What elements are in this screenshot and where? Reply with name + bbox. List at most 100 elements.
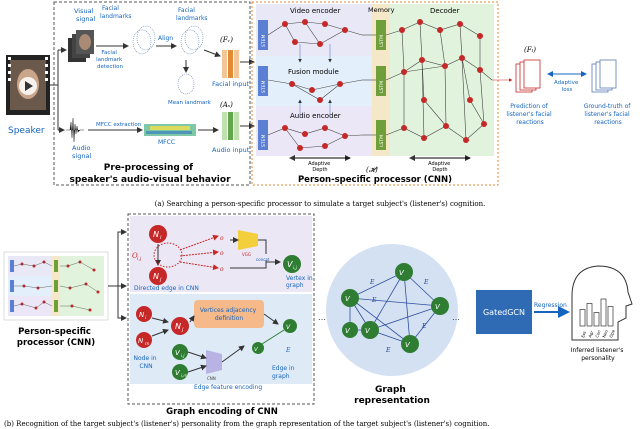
svg-text:Align: Align	[158, 35, 173, 42]
svg-text:N: N	[175, 322, 181, 331]
svg-text:STEM: STEM	[261, 35, 267, 47]
graph-encoding-box	[127, 213, 315, 405]
svg-text:(Fₗ): (Fₗ)	[524, 46, 536, 54]
memory-label: Memory	[368, 6, 395, 14]
svg-text:Adaptive Depth: Adaptive Depth	[428, 161, 452, 173]
personality-bar-ext	[579, 309, 586, 327]
svg-text:i,j: i,j	[137, 256, 142, 262]
svg-text:i: i	[160, 235, 162, 241]
personality-tick-ext: Ext	[580, 330, 587, 338]
svg-text:MFCC extraction: MFCC extraction	[96, 122, 142, 128]
svg-text:m: m	[145, 342, 150, 347]
svg-text:Facial landmarks: Facial landmarks	[100, 5, 132, 20]
svg-text:Adaptive loss: Adaptive loss	[554, 80, 580, 93]
personality-bar-agr	[586, 303, 593, 327]
svg-text:i: i	[145, 315, 147, 321]
head-silhouette	[571, 265, 633, 341]
svg-text:Prediction of listener's f: Prediction of listener's facial reaction…	[506, 103, 553, 126]
svg-text:i,j: i,j	[181, 353, 185, 358]
vgg-funnel: VGG	[238, 230, 258, 257]
svg-text:o: o	[220, 235, 224, 242]
svg-text:E: E	[385, 347, 391, 354]
svg-text:V: V	[175, 369, 181, 377]
svg-text:Pre-processing of speaker': Pre-processing of speaker's audio-visual…	[69, 163, 231, 185]
processor-thumbnail	[3, 251, 109, 321]
svg-text:N: N	[138, 337, 144, 345]
processor-box	[251, 1, 499, 186]
svg-text:(Fᵥ): (Fᵥ)	[220, 36, 233, 44]
svg-text:Facial landmark detect: Facial landmark detection	[96, 50, 124, 70]
svg-text:V: V	[286, 324, 291, 331]
svg-text:LSTM: LSTM	[379, 81, 385, 93]
ground-truth-frames	[591, 59, 617, 93]
svg-text:…: …	[452, 313, 460, 322]
decoder-label: Decoder	[430, 7, 460, 15]
stem-blocks	[258, 20, 268, 150]
svg-text:Directed edge in CNN: Directed edge in CNN	[134, 285, 199, 292]
svg-text:V: V	[345, 295, 351, 303]
svg-text:V: V	[435, 303, 441, 311]
node-ni-top: N i	[149, 225, 167, 243]
svg-text:Edge feature encoding: Edge feature encoding	[194, 384, 262, 391]
svg-text:N: N	[153, 230, 159, 239]
personality-bar-con	[593, 312, 600, 327]
svg-text:E: E	[423, 279, 429, 286]
video-encoder-label: Video encoder	[290, 7, 340, 15]
audio-input-bars	[222, 112, 239, 140]
svg-text:Person-specific processor: Person-specific processor (CNN)	[17, 327, 95, 348]
preprocessing-box	[53, 1, 251, 186]
svg-text:O: O	[132, 252, 138, 260]
svg-text:Node in CNN: Node in CNN	[134, 355, 159, 370]
vertices-adjacency-box	[194, 300, 264, 328]
svg-text:V: V	[175, 349, 181, 357]
svg-text:CNN: CNN	[207, 376, 216, 381]
svg-text:V: V	[399, 269, 405, 277]
svg-text:Facial landmarks: Facial landmarks	[176, 7, 208, 22]
svg-text:Edge in graph: Edge in graph	[272, 365, 296, 380]
node-nm-bottom: N m	[136, 332, 152, 348]
svg-text:o: o	[220, 250, 224, 257]
node-nj-top: N j	[149, 267, 167, 285]
svg-text:…: …	[318, 313, 326, 322]
svg-text:i,m: i,m	[181, 373, 187, 378]
svg-text:Regression: Regression	[534, 302, 567, 309]
svg-text:(𝓗): (𝓗)	[366, 166, 378, 174]
svg-text:i,j: i,j	[293, 265, 298, 271]
svg-text:V: V	[254, 347, 259, 353]
edge-graph-snippet: V V	[252, 319, 297, 354]
svg-text:E: E	[285, 347, 291, 354]
svg-text:Audio signal: Audio signal	[72, 144, 93, 160]
graph-encoding-title: Graph encoding of CNN	[166, 407, 278, 417]
node-nj-bottom: N j	[171, 317, 189, 335]
personality-tick-con: Con	[594, 329, 602, 338]
svg-text:STEM: STEM	[261, 81, 267, 93]
svg-text:E: E	[369, 279, 375, 286]
svg-text:Ground-truth of listener's: Ground-truth of listener's facial reacti…	[584, 103, 633, 126]
svg-text:Inferred listener's person: Inferred listener's personality	[571, 347, 626, 362]
svg-text:Adaptive Depth: Adaptive Depth	[308, 161, 332, 173]
svg-text:(Aₛ): (Aₛ)	[220, 101, 233, 109]
svg-text:LSTM: LSTM	[379, 135, 385, 147]
caption-a: (a) Searching a person-specific processo…	[155, 200, 486, 208]
node-ni-bottom: N i	[136, 306, 152, 322]
fusion-module-label: Fusion module	[288, 68, 339, 76]
personality-bar-ope	[607, 306, 614, 327]
svg-text:j: j	[181, 327, 184, 333]
graph-representation-circle	[326, 244, 458, 376]
gatedgcn-box	[476, 290, 532, 334]
facial-input-bars	[222, 50, 239, 78]
svg-text:GatedGCN: GatedGCN	[483, 308, 525, 317]
svg-text:Vertex in graph: Vertex in graph	[286, 275, 315, 289]
landmark-faces	[132, 25, 204, 95]
svg-text:Visual signal: Visual signal	[74, 7, 95, 23]
encoder-nodes	[282, 19, 348, 151]
svg-text:V: V	[405, 341, 411, 349]
caption-b: (b) Recognition of the target subject's …	[4, 420, 489, 428]
prediction-frames	[515, 59, 541, 93]
svg-text:STEM: STEM	[261, 135, 267, 147]
face-frames	[68, 30, 94, 62]
svg-text:E: E	[371, 297, 377, 304]
svg-text:N: N	[139, 311, 145, 319]
svg-text:N: N	[153, 272, 159, 281]
